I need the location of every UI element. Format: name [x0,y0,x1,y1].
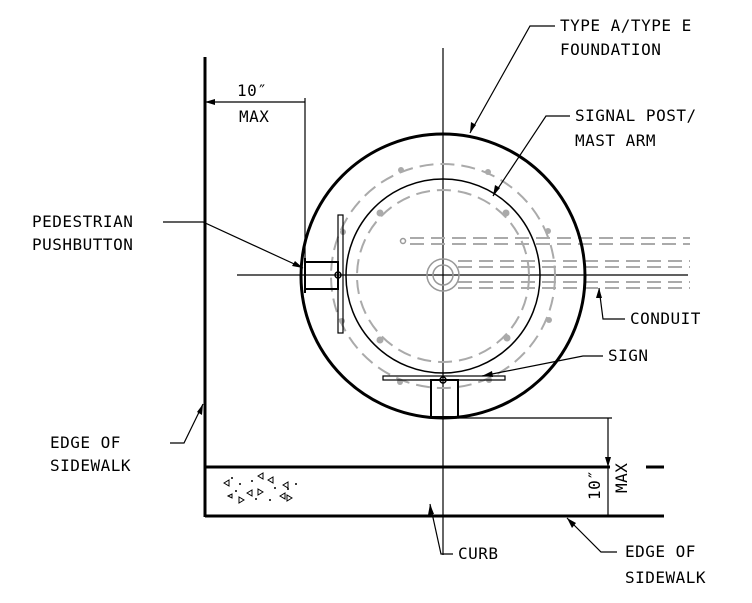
label-edge-left-1: EDGE OF [50,433,121,452]
label-sign: SIGN [608,346,649,365]
label-signal-post-1: SIGNAL POST/ [575,106,697,125]
leader-sign [481,355,603,377]
label-dim-top-unit: MAX [239,107,269,126]
leader-curb [429,503,453,555]
leader-pushbutton [163,221,304,269]
dimension-right [458,417,612,516]
leader-foundation [469,25,555,134]
label-dim-right-unit: MAX [612,463,631,493]
label-foundation-1: TYPE A/TYPE E [560,16,692,35]
label-edge-right-1: EDGE OF [625,542,696,561]
bolt-circle-outer [330,163,556,389]
label-dim-top-value: 10″ [237,81,267,100]
label-signal-post-2: MAST ARM [575,131,656,150]
sign-symbol [382,375,506,418]
label-curb: CURB [458,544,499,563]
leader-edge-left [170,403,204,444]
conduit-lines [399,237,690,289]
pedestrian-pushbutton-symbol [304,214,344,334]
dimension-top [205,98,306,262]
label-pedestrian: PEDESTRIAN [32,212,133,231]
bolt-circle-inner [356,189,530,363]
concrete-hatch [223,472,293,504]
leader-edge-right [566,517,617,553]
label-conduit: CONDUIT [630,309,701,328]
label-edge-right-2: SIDEWALK [625,568,706,587]
concrete-dots [231,477,297,501]
label-dim-right-value: 10″ [585,470,604,500]
leader-arrowheads [197,122,602,528]
anchor-bolts [339,167,552,385]
label-edge-left-2: SIDEWALK [50,456,131,475]
center-post [426,258,460,292]
leader-conduit [598,287,625,320]
leader-lines [163,25,625,555]
label-foundation-2: FOUNDATION [560,40,661,59]
sidewalk-edges [203,57,664,518]
signal-post-base-circle [345,178,541,374]
leader-signal-post [492,115,570,197]
label-pushbutton: PUSHBUTTON [32,235,133,254]
